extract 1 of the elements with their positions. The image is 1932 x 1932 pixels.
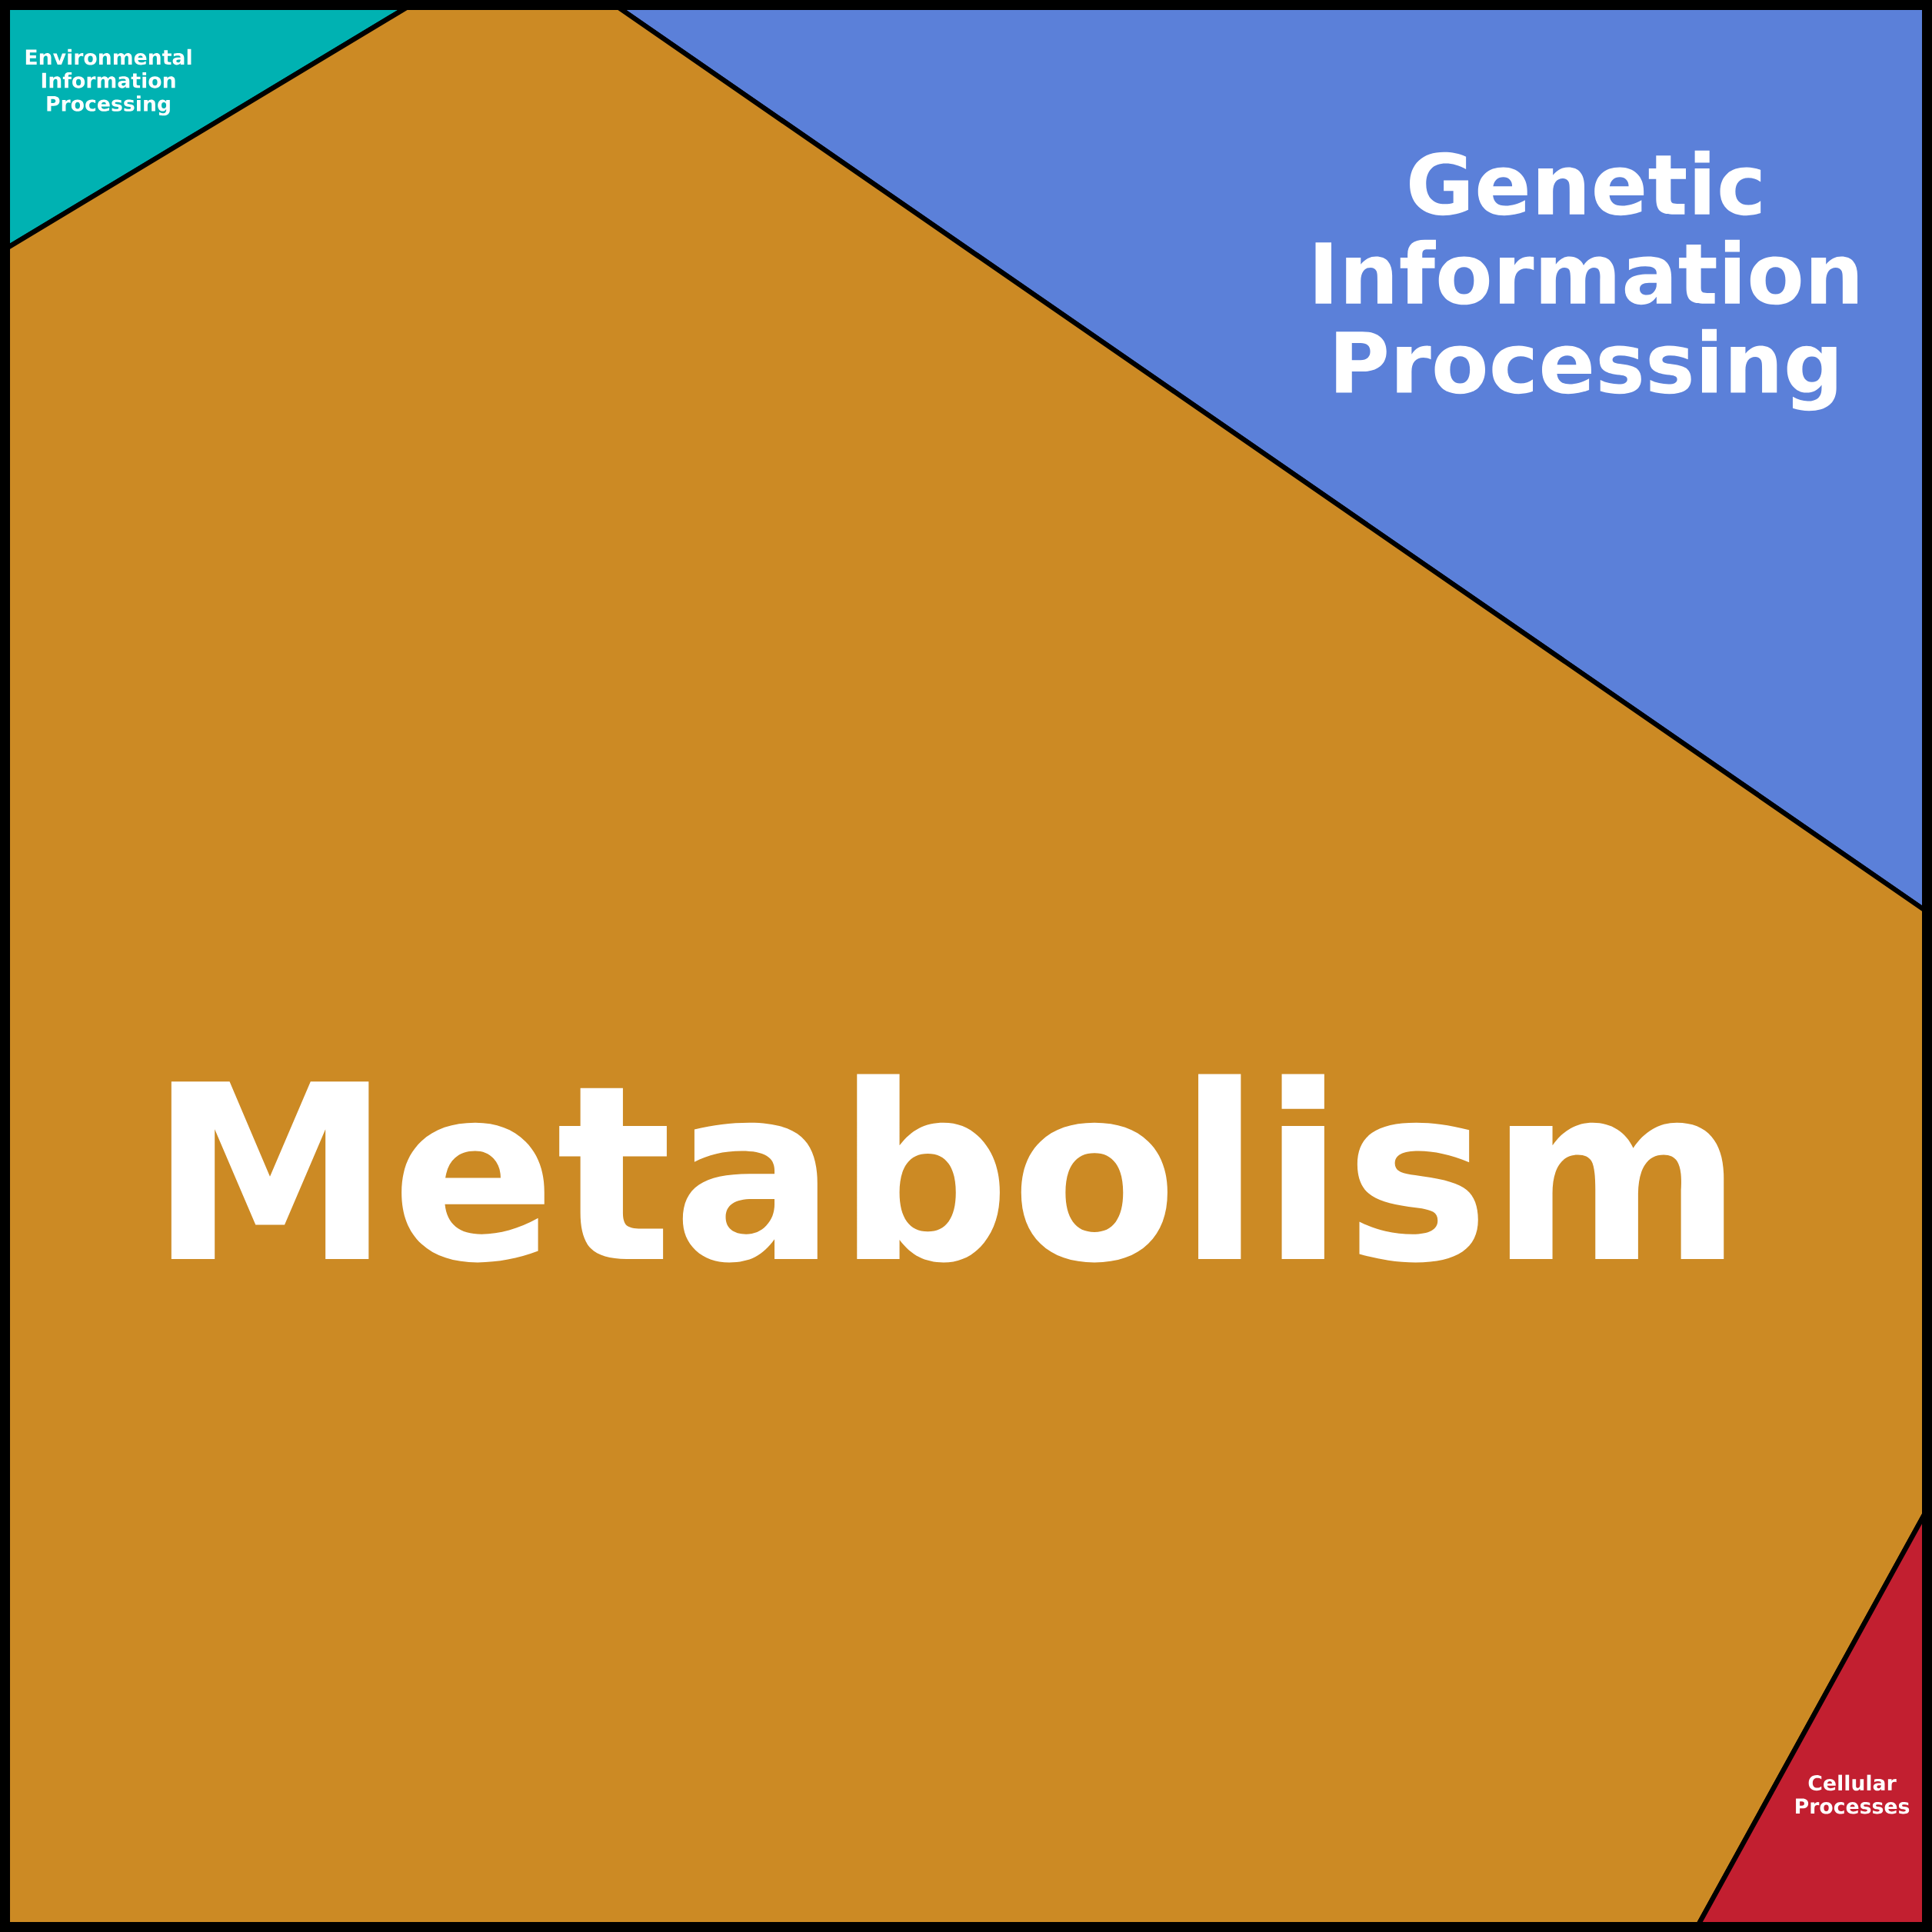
region-polygon: Cellular Processes bbox=[1691, 1497, 1932, 1932]
